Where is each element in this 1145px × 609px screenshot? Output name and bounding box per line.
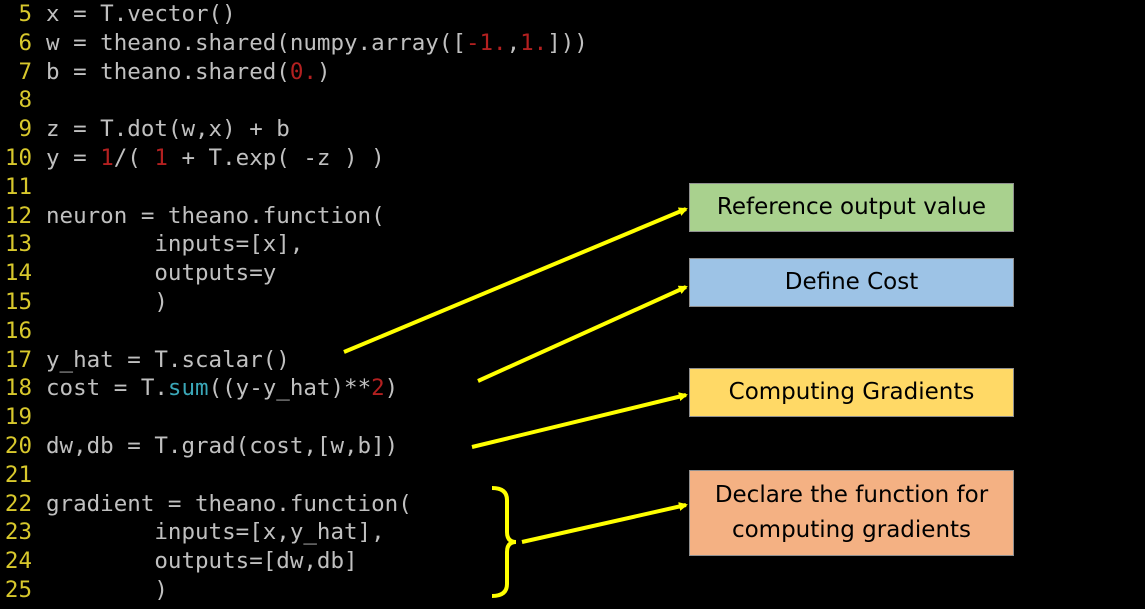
line-number: 6 [18,29,32,56]
code-token: , [506,29,521,56]
code-token: ) [46,289,168,315]
code-token: /( [113,145,155,171]
line-number: 11 [4,173,32,200]
code-line: 22 gradient = theano.function( [0,490,412,519]
code-line: 9 z = T.dot(w,x) + b [0,115,290,144]
code-token: ((y-y_hat)** [208,375,372,402]
code-line: 17 y_hat = T.scalar() [0,346,290,375]
line-number: 10 [4,145,32,171]
code-line: 14 outputs=y [0,259,276,288]
code-token: + T.exp( -z ) ) [167,145,385,171]
code-token: neuron = theano.function( [46,202,385,229]
line-number: 21 [4,461,32,488]
annotation-define-cost: Define Cost [689,258,1014,307]
code-token: y = [46,145,101,171]
line-number: 13 [4,231,32,258]
code-line: 19 [0,403,46,432]
code-token: 1. [520,29,548,56]
line-number: 17 [4,346,32,373]
code-token: z = T.dot(w,x) + b [46,116,290,143]
code-token: w = theano.shared(numpy.array([ [46,29,466,56]
code-line: 6 w = theano.shared(numpy.array([-1.,1.])… [0,29,588,58]
code-token: dw,db = T.grad(cost,[w,b]) [46,433,399,459]
code-token: inputs=[x], [46,231,304,258]
code-line: 21 [0,461,46,490]
code-token: cost = T. [46,375,168,402]
code-token: outputs=y [46,260,277,287]
code-line: 5 x = T.vector() [0,0,236,29]
code-token: 1 [154,145,168,171]
line-number: 8 [18,87,32,114]
code-token: x = T.vector() [46,1,236,27]
code-token: ])) [547,29,588,56]
code-token: -1. [465,29,507,56]
line-number: 14 [4,260,32,287]
code-line: 18 cost = T.sum((y-y_hat)**2) [0,374,398,403]
code-line: 10 y = 1/( 1 + T.exp( -z ) ) [0,144,385,173]
code-line: 16 [0,317,46,346]
code-token: y_hat = T.scalar() [46,346,290,373]
code-line: 23 inputs=[x,y_hat], [0,518,385,547]
line-number: 9 [18,116,32,143]
line-number: 16 [4,317,32,344]
line-number: 7 [18,58,32,85]
line-number: 15 [4,289,32,315]
code-token: 1 [100,145,114,171]
line-number: 12 [4,202,32,229]
line-number: 5 [18,1,32,27]
code-token: 2 [371,375,385,402]
code-token: b = theano.shared( [46,58,290,85]
code-line: 11 [0,173,46,202]
code-token: outputs=[dw,db] [46,548,358,575]
line-number: 19 [4,404,32,431]
code-token: ) [384,375,399,402]
code-token: gradient = theano.function( [46,490,412,517]
code-token: 0. [289,58,317,85]
line-number: 23 [4,519,32,546]
annotation-reference-output-value: Reference output value [689,183,1014,232]
code-line: 20 dw,db = T.grad(cost,[w,b]) [0,432,398,461]
line-number: 18 [4,375,32,402]
line-number: 20 [4,433,32,459]
line-number: 22 [4,490,32,517]
code-line: 13 inputs=[x], [0,230,303,259]
code-line: 15 ) [0,288,168,317]
code-token: sum [167,375,209,402]
annotation-declare-gradient-function: Declare the function for computing gradi… [689,470,1014,556]
code-token: ) [316,58,331,85]
line-number: 25 [4,577,32,603]
line-number: 24 [4,548,32,575]
code-line: 12 neuron = theano.function( [0,202,385,231]
code-token: ) [46,577,168,603]
code-token: inputs=[x,y_hat], [46,519,385,546]
annotation-computing-gradients: Computing Gradients [689,368,1014,417]
code-line: 8 [0,86,46,115]
code-line: 24 outputs=[dw,db] [0,547,358,576]
code-editor: 5 x = T.vector() 6 w = theano.shared(numpy.… [0,0,588,605]
code-line: 7 b = theano.shared(0.) [0,58,330,87]
code-line: 25 ) [0,576,168,605]
